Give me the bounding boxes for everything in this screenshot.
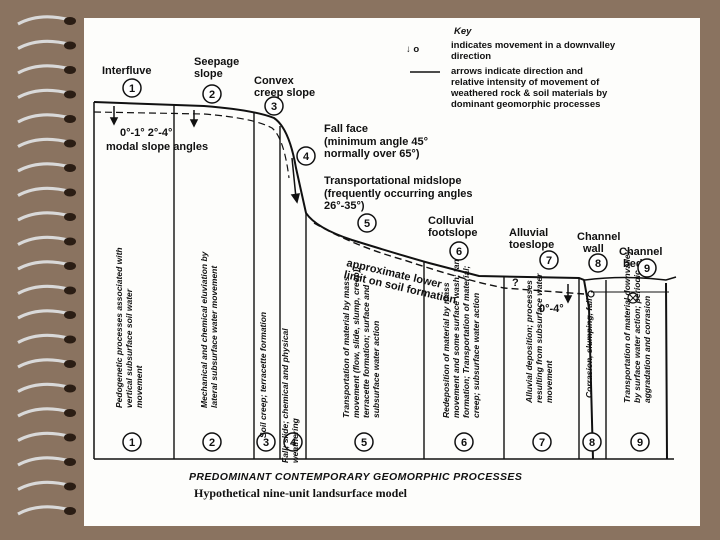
- fall-detail: (minimum angle 45°normally over 65°): [324, 136, 428, 160]
- binding-ring: [18, 66, 76, 74]
- binding-ring: [18, 458, 76, 466]
- binding-ring: [18, 335, 76, 343]
- unit-5-top-number: 5: [364, 218, 370, 230]
- unit-1-bottom-marker: 1: [123, 433, 141, 451]
- key-arrows-text: arrows indicate direction and relative i…: [450, 66, 610, 110]
- key-title: Key: [454, 26, 472, 37]
- unit-3-top-number: 3: [271, 101, 277, 113]
- landsurface-diagram: Key ↓ o indicates movement in a downvall…: [84, 18, 700, 526]
- unit-6-top-number: 6: [456, 246, 462, 258]
- binding-ring: [18, 237, 76, 245]
- unit-9-bottom-marker: 9: [631, 433, 649, 451]
- spiral-binding: [0, 0, 84, 540]
- unit-8-bottom-marker: 8: [583, 433, 601, 451]
- binding-ring: [18, 482, 76, 490]
- unit-3-process: Soil creep; terracette formation: [258, 312, 268, 438]
- unit-7-top-marker: 7: [540, 251, 558, 269]
- key-arrow-symbol: ↓ o: [406, 44, 419, 55]
- binding-ring: [18, 41, 76, 49]
- binding-ring: [18, 433, 76, 441]
- unit-1-name: Interfluve: [102, 65, 152, 77]
- angles-1-2: 0°-1° 2°-4°: [120, 127, 172, 139]
- key-symbol-text: indicates movement in a downvalley direc…: [451, 40, 618, 62]
- unit-1-process: Pedogenetic processes associated withver…: [114, 247, 144, 408]
- unit-1-top-marker: 1: [123, 79, 141, 97]
- unit-1-top-number: 1: [129, 83, 135, 95]
- unit-2-process: Mechanical and chemical eluviation bylat…: [199, 250, 219, 408]
- unit-7-bottom-marker: 7: [533, 433, 551, 451]
- unit-6-bottom-marker: 6: [455, 433, 473, 451]
- caption-line-2: Hypothetical nine-unit landsurface model: [194, 486, 408, 500]
- unit-2-top-number: 2: [209, 89, 215, 101]
- binding-ring: [18, 286, 76, 294]
- unit-8-top-number: 8: [595, 258, 601, 270]
- caption-line-1: PREDOMINANT CONTEMPORARY GEOMORPHIC PROC…: [189, 471, 522, 483]
- binding-ring: [18, 139, 76, 147]
- unit-2-bottom-marker: 2: [203, 433, 221, 451]
- binding-ring: [18, 188, 76, 196]
- unit-4-top-number: 4: [303, 151, 310, 163]
- binding-ring: [18, 360, 76, 368]
- unit-8-process: Corrasion, slumping, fall: [584, 298, 594, 398]
- unit-3-top-marker: 3: [265, 97, 283, 115]
- binding-ring: [18, 90, 76, 98]
- unit-4-top-marker: 4: [297, 147, 315, 165]
- unit-4-process: Fall; slide; chemical and physicalweathe…: [280, 328, 300, 463]
- binding-ring: [18, 311, 76, 319]
- binding-ring: [18, 213, 76, 221]
- unit-9-top-number: 9: [644, 263, 650, 275]
- binding-ring: [18, 409, 76, 417]
- unit-4-name: Fall face: [324, 123, 368, 135]
- unit-9-bottom-number: 9: [637, 437, 643, 449]
- unit-6-bottom-number: 6: [461, 437, 467, 449]
- binding-ring: [18, 17, 76, 25]
- binding-ring: [18, 115, 76, 123]
- unit-2-bottom-number: 2: [209, 437, 215, 449]
- unit-5-bottom-number: 5: [361, 437, 367, 449]
- binding-ring: [18, 164, 76, 172]
- unit-6-process: Redeposition of material by massmovement…: [441, 259, 481, 418]
- unit-5-name: Transportational midslope: [324, 175, 462, 187]
- question-mark: ?: [512, 277, 519, 289]
- unit-6-top-marker: 6: [450, 242, 468, 260]
- unit-7-bottom-number: 7: [539, 437, 545, 449]
- key: Key ↓ o indicates movement in a downvall…: [406, 26, 618, 110]
- unit-8-bottom-number: 8: [589, 437, 595, 449]
- unit-5-bottom-marker: 5: [355, 433, 373, 451]
- binding-ring: [18, 262, 76, 270]
- unit-5-top-marker: 5: [358, 214, 376, 232]
- diagram-page: Key ↓ o indicates movement in a downvall…: [84, 18, 700, 526]
- unit-8-top-marker: 8: [589, 254, 607, 272]
- unit-7-process: Alluvial deposition; processesresulting …: [524, 273, 554, 404]
- modal-slope-label: modal slope angles: [106, 141, 208, 153]
- binding-ring: [18, 384, 76, 392]
- unit-5-process: Transportation of material by massmoveme…: [341, 267, 381, 418]
- binding-ring: [18, 507, 76, 515]
- unit-7-top-number: 7: [546, 255, 552, 267]
- unit-2-top-marker: 2: [203, 85, 221, 103]
- unit-1-bottom-number: 1: [129, 437, 135, 449]
